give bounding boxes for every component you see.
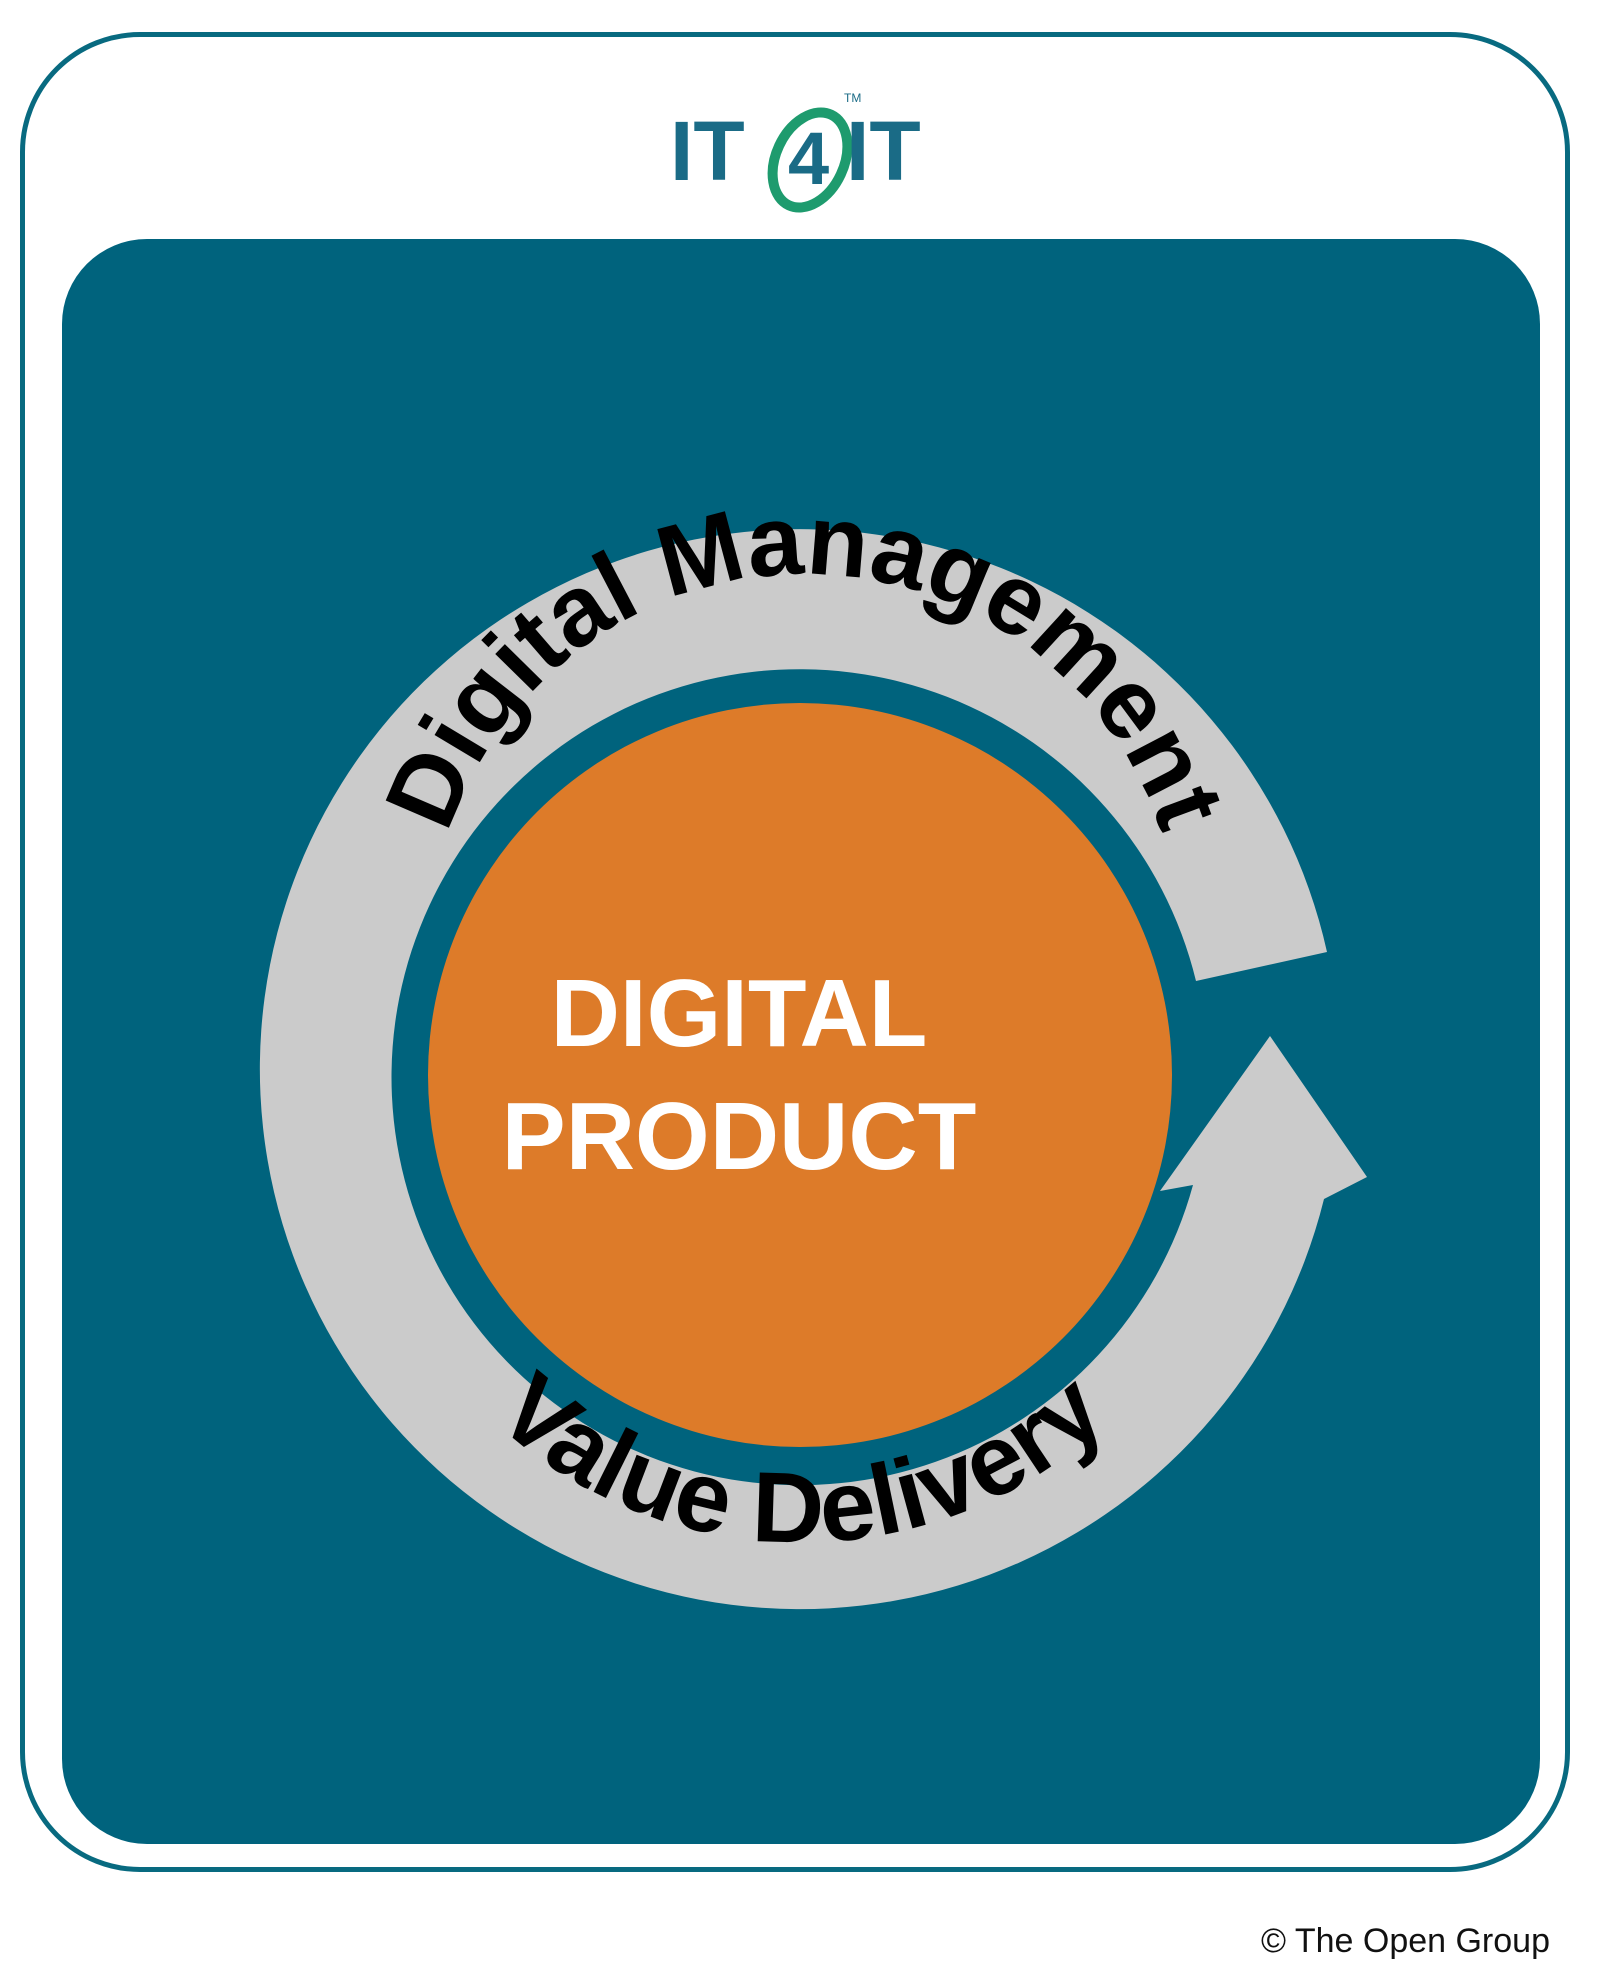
cycle-diagram: Digital Management Value Delivery [259, 483, 1367, 1610]
logo-trademark: TM [844, 91, 861, 105]
logo-swoosh [767, 107, 853, 213]
product-title-line1: DIGITAL [550, 960, 928, 1067]
digital-product-circle [428, 703, 1172, 1447]
product-title-line2: PRODUCT [501, 1083, 977, 1190]
copyright-notice: © The Open Group [1260, 1922, 1550, 1960]
logo-text-left: IT [670, 104, 745, 198]
it4it-logo: IT 4 IT TM [670, 91, 921, 213]
logo-text-mid: 4 [788, 117, 829, 200]
logo-text-right: IT [846, 104, 921, 198]
